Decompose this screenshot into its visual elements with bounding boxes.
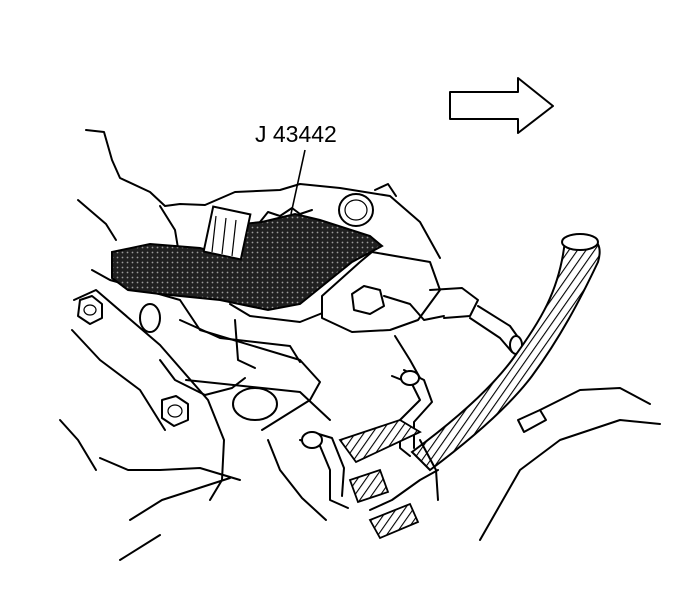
tool-handle [202, 205, 252, 261]
fuel-lines [299, 305, 523, 511]
connector-end [479, 387, 661, 541]
callout-leader-line [290, 149, 306, 215]
arrow-right-icon [449, 77, 554, 134]
mounting-bracket [59, 289, 225, 501]
bolt-lower [161, 395, 189, 427]
tool-callout-label: J 43442 [255, 121, 337, 147]
special-tool [111, 205, 384, 312]
bolt-upper [77, 295, 103, 325]
accessory-bracket [321, 251, 479, 379]
engine-block [77, 129, 441, 561]
wiring-conduit [410, 233, 601, 472]
wire-harness [267, 419, 439, 540]
